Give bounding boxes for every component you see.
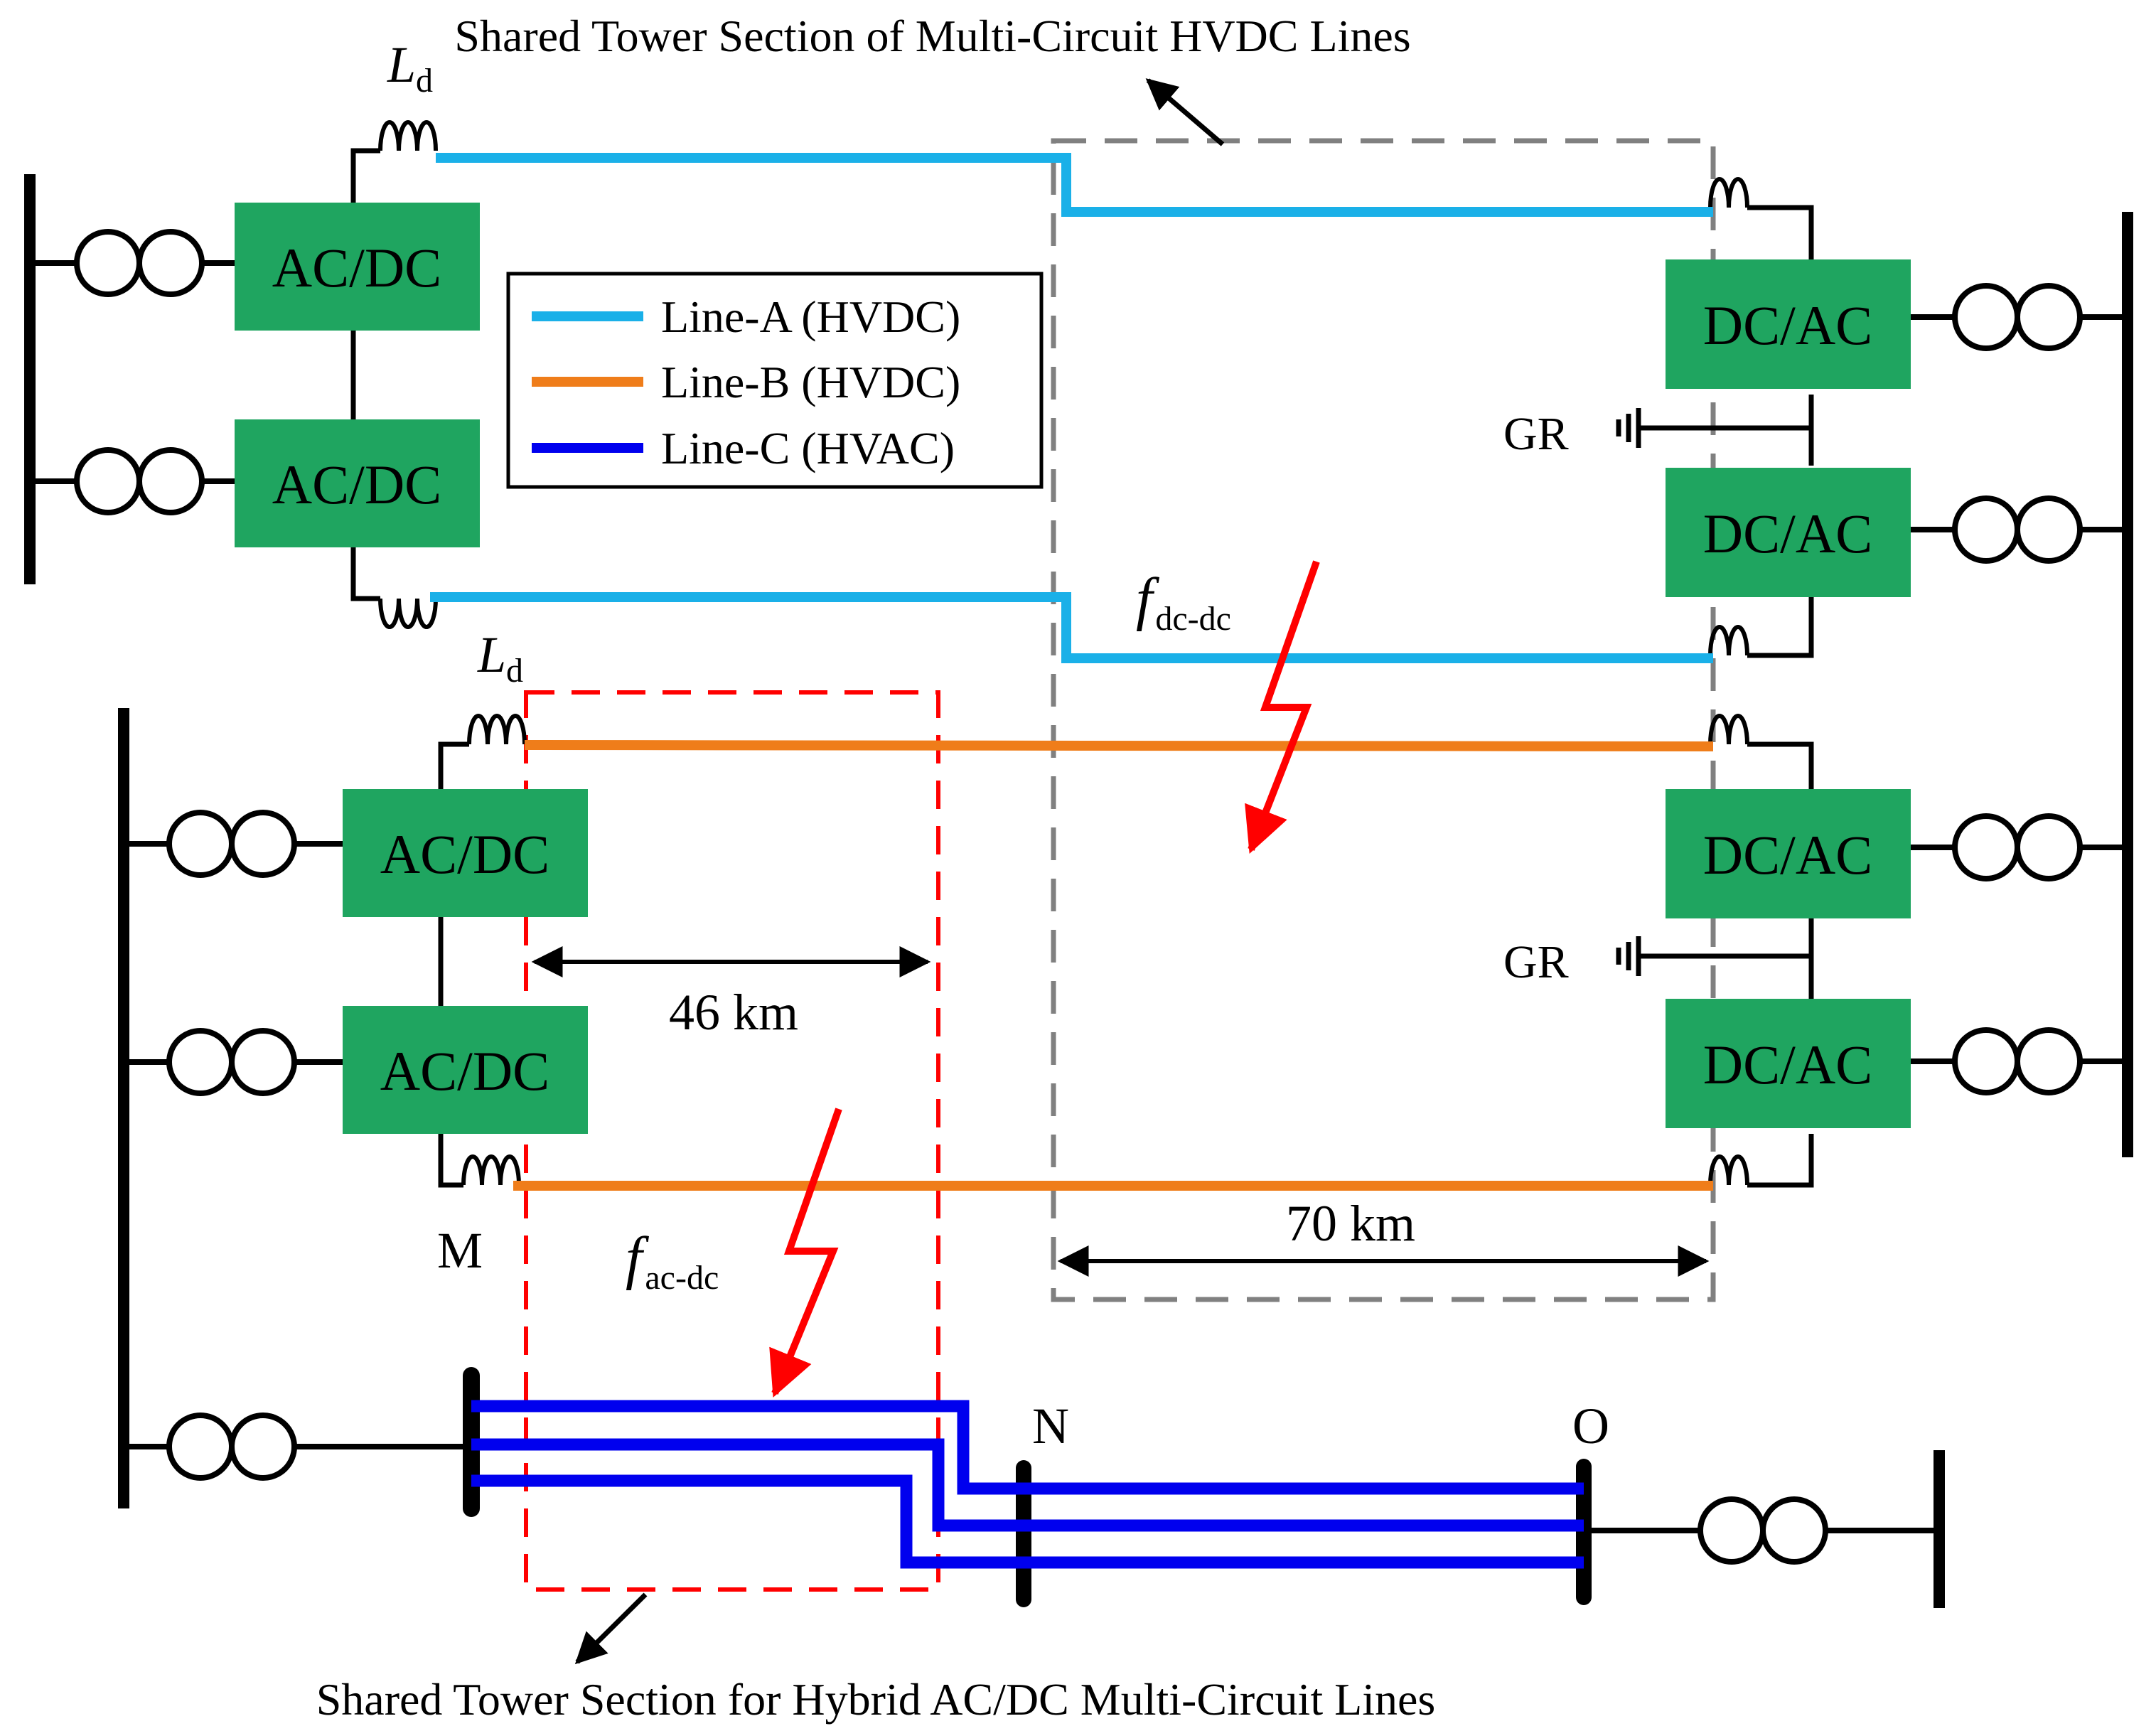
node-n-label: N (1032, 1398, 1069, 1454)
transformer-icon (166, 1413, 297, 1481)
line-c-phase-1 (471, 1400, 1584, 1495)
line-a-upper (436, 153, 1713, 217)
callout-arrow-top (1145, 78, 1225, 146)
converter-label: AC/DC (272, 454, 441, 515)
converter-label: DC/AC (1703, 294, 1872, 356)
inverter-3: DC/AC (1666, 789, 1911, 918)
shared-hybrid-section-box (524, 690, 940, 1592)
legend-label-line-b: Line-B (HVDC) (661, 357, 960, 407)
converter-label: AC/DC (380, 823, 549, 885)
node-m-label: M (437, 1222, 483, 1279)
inverter-1: DC/AC (1666, 259, 1911, 389)
fault-dc-dc-label: fdc-dc (1136, 566, 1231, 638)
smoothing-reactor-icon (378, 598, 438, 629)
line-c-phase-3 (471, 1474, 1584, 1569)
transformer-icon (1952, 1027, 2083, 1095)
ground-label: GR (1503, 936, 1569, 988)
inverter-4: DC/AC (1666, 999, 1911, 1128)
distance-46km-label: 46 km (669, 984, 798, 1041)
line-b-upper (524, 740, 1714, 751)
fault-ac-dc-icon (769, 1108, 842, 1398)
line-a-lower (430, 592, 1713, 663)
ground-label: GR (1503, 408, 1569, 460)
converter-label: AC/DC (380, 1040, 549, 1102)
shared-hvdc-section-title: Shared Tower Section of Multi-Circuit HV… (454, 11, 1410, 61)
legend: Line-A (HVDC) Line-B (HVDC) Line-C (HVAC… (506, 272, 1044, 489)
ground-icon (1616, 936, 1641, 976)
smoothing-reactor-icon (1708, 714, 1749, 745)
smoothing-reactor-icon (1708, 1154, 1749, 1186)
ground-icon (1616, 408, 1641, 448)
transformer-icon (1952, 495, 2083, 564)
legend-label-line-a: Line-A (HVDC) (661, 291, 960, 342)
fault-dc-dc-icon (1245, 560, 1320, 854)
transformer-icon (74, 229, 205, 297)
shared-hvdc-section-box (1051, 138, 1716, 1302)
transformer-icon (166, 810, 297, 878)
rectifier-3: AC/DC (343, 789, 588, 917)
inverter-2: DC/AC (1666, 468, 1911, 597)
smoothing-reactor-icon (378, 120, 438, 151)
transformer-icon (1952, 283, 2083, 351)
shared-hybrid-section-title: Shared Tower Section for Hybrid AC/DC Mu… (316, 1674, 1436, 1725)
transformer-icon (1698, 1496, 1828, 1565)
converter-label: DC/AC (1703, 824, 1872, 886)
smoothing-reactor-icon (461, 1154, 521, 1186)
smoothing-reactor-icon (1708, 177, 1749, 208)
distance-70km-label: 70 km (1286, 1195, 1415, 1252)
transformer-icon (74, 447, 205, 515)
callout-arrow-bottom (574, 1592, 648, 1665)
rectifier-2: AC/DC (235, 419, 480, 547)
line-c-phase-2 (471, 1438, 1584, 1532)
inductor-label: Ld (477, 626, 523, 690)
converter-label: AC/DC (272, 237, 441, 299)
rectifier-4: AC/DC (343, 1006, 588, 1134)
transformer-icon (166, 1028, 297, 1096)
rectifier-1: AC/DC (235, 203, 480, 331)
transformer-icon (1952, 813, 2083, 881)
inductor-label: Ld (387, 36, 433, 100)
converter-label: DC/AC (1703, 503, 1872, 564)
fault-ac-dc-label: fac-dc (626, 1225, 719, 1297)
smoothing-reactor-icon (1708, 625, 1749, 656)
node-o-label: O (1572, 1398, 1609, 1454)
legend-label-line-c: Line-C (HVAC) (661, 423, 955, 473)
smoothing-reactor-icon (467, 714, 527, 745)
converter-label: DC/AC (1703, 1034, 1872, 1095)
